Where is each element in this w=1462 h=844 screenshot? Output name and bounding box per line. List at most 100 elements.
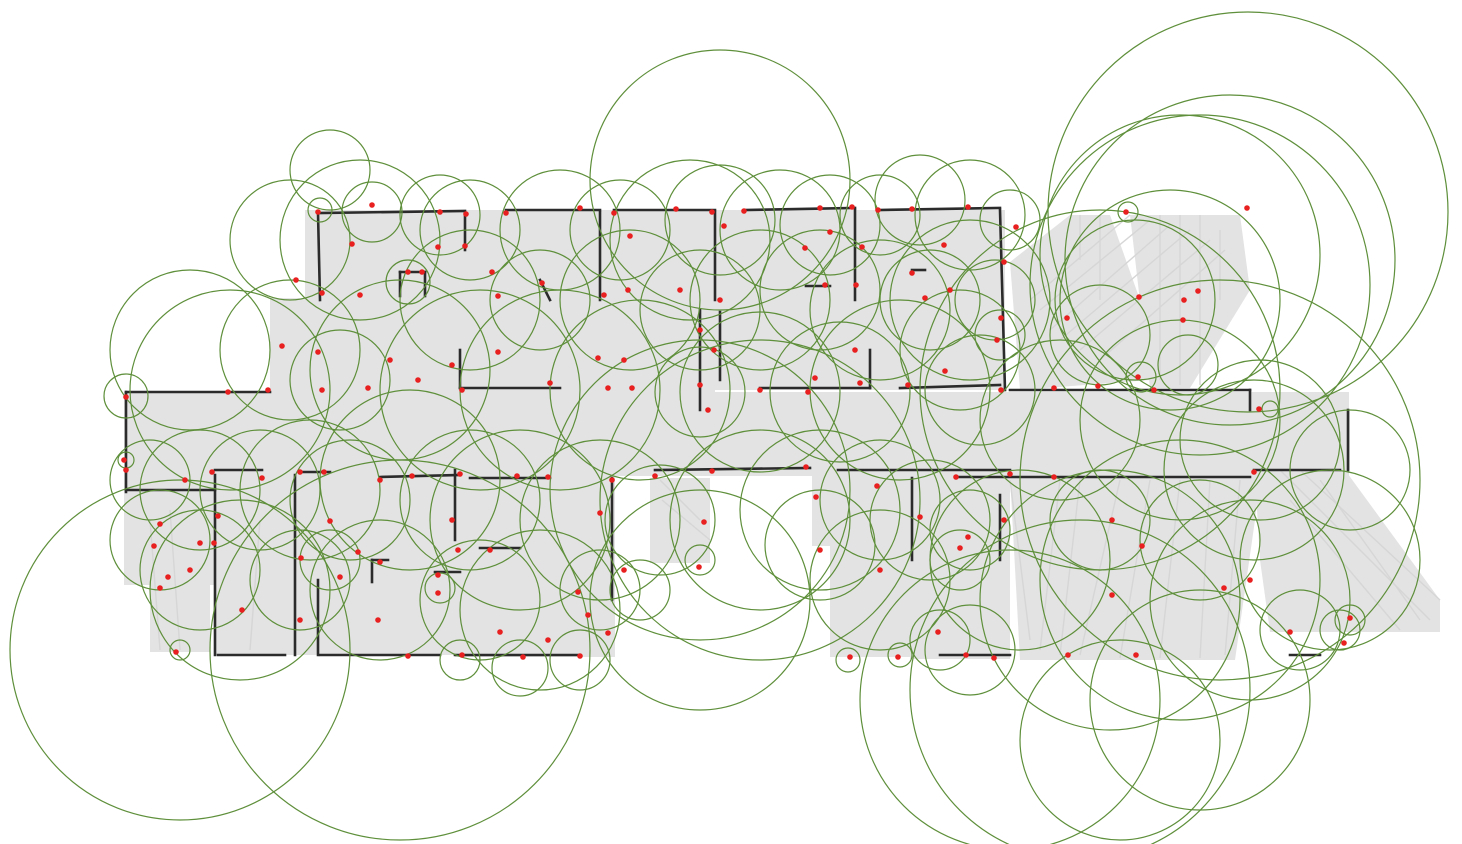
floor-area	[215, 475, 295, 655]
red-point	[405, 653, 411, 659]
floor-area	[1255, 470, 1440, 632]
red-point	[321, 469, 327, 475]
floor-region	[124, 210, 1440, 660]
red-point	[909, 206, 915, 212]
coverage-circle	[1059, 189, 1281, 411]
coverage-circle	[129, 289, 331, 491]
coverage-circle	[924, 604, 1016, 696]
red-point	[315, 349, 321, 355]
red-point	[905, 382, 911, 388]
red-point	[575, 589, 581, 595]
coverage-circle	[379, 289, 581, 491]
red-point	[627, 233, 633, 239]
red-point	[547, 380, 553, 386]
red-point	[123, 467, 129, 473]
red-point	[998, 315, 1004, 321]
red-point	[165, 574, 171, 580]
red-point	[319, 387, 325, 393]
coverage-circles	[9, 11, 1449, 844]
coverage-circle	[341, 181, 403, 243]
red-point	[503, 210, 509, 216]
red-point	[877, 567, 883, 573]
coverage-circle	[684, 544, 716, 576]
red-point	[652, 473, 658, 479]
red-point	[605, 630, 611, 636]
floor-area	[462, 210, 602, 395]
red-point	[375, 617, 381, 623]
coverage-circle	[1117, 201, 1139, 223]
floor-corridor	[124, 392, 1349, 476]
red-point	[1221, 585, 1227, 591]
red-point	[697, 327, 703, 333]
coverage-circle	[1261, 400, 1279, 418]
red-point	[998, 387, 1004, 393]
coverage-circle	[549, 629, 611, 691]
red-point	[697, 382, 703, 388]
red-point	[121, 457, 127, 463]
red-point	[947, 287, 953, 293]
coverage-circle	[909, 519, 1251, 844]
red-point	[377, 559, 383, 565]
red-point	[701, 519, 707, 525]
coverage-circle	[1259, 589, 1341, 671]
coverage-circle	[979, 339, 1141, 501]
coverage-circle	[604, 464, 716, 576]
coverage-circle	[399, 229, 541, 371]
coverage-circle	[239, 419, 381, 561]
coverage-circle	[1019, 279, 1421, 681]
red-point	[435, 572, 441, 578]
red-point	[293, 277, 299, 283]
red-point	[457, 471, 463, 477]
red-point	[1136, 294, 1142, 300]
coverage-circle	[739, 429, 901, 591]
red-point	[895, 654, 901, 660]
coverage-circle	[429, 429, 611, 611]
red-point	[182, 477, 188, 483]
red-point	[1151, 387, 1157, 393]
red-point	[875, 207, 881, 213]
red-points	[121, 202, 1353, 661]
red-point	[520, 654, 526, 660]
red-point	[853, 282, 859, 288]
red-point	[1341, 640, 1347, 646]
red-point	[369, 202, 375, 208]
coverage-circle	[1079, 319, 1281, 521]
red-point	[225, 389, 231, 395]
red-point	[545, 637, 551, 643]
scan-noise	[149, 214, 1441, 659]
red-point	[859, 244, 865, 250]
coverage-circle	[1157, 334, 1219, 396]
red-point	[297, 469, 303, 475]
coverage-circle	[279, 159, 441, 321]
coverage-circle	[1039, 439, 1321, 721]
red-point	[455, 547, 461, 553]
red-point	[611, 210, 617, 216]
floor-area	[1130, 215, 1250, 388]
red-point	[935, 629, 941, 635]
red-point	[585, 612, 591, 618]
coverage-circle	[139, 429, 261, 551]
red-point	[459, 652, 465, 658]
coverage-circle	[809, 239, 951, 381]
red-point	[319, 290, 325, 296]
red-point	[849, 204, 855, 210]
red-point	[677, 287, 683, 293]
red-point	[953, 474, 959, 480]
coverage-circle	[599, 339, 921, 661]
red-point	[874, 483, 880, 489]
red-point	[1244, 205, 1250, 211]
red-point	[1001, 517, 1007, 523]
red-point	[942, 368, 948, 374]
coverage-circle	[103, 373, 149, 419]
red-point	[1133, 652, 1139, 658]
coverage-circle	[1054, 219, 1216, 381]
red-point	[1180, 317, 1186, 323]
coverage-circle	[887, 642, 913, 668]
red-point	[298, 555, 304, 561]
coverage-circle	[1019, 639, 1221, 841]
red-point	[151, 543, 157, 549]
red-point	[409, 473, 415, 479]
red-point	[497, 629, 503, 635]
